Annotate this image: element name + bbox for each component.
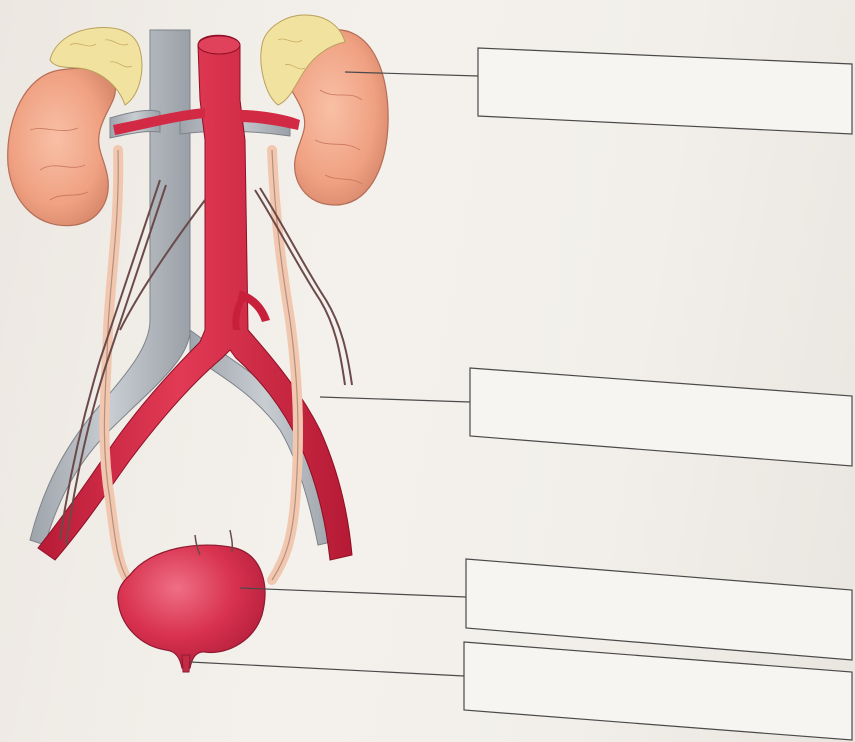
label-box-2[interactable] (470, 368, 852, 466)
left-ureter (104, 150, 128, 580)
label-box-1[interactable] (478, 48, 852, 134)
label-box-4[interactable] (464, 642, 852, 740)
label-box-3[interactable] (466, 559, 852, 660)
leader-line-4 (190, 662, 464, 676)
urethra (182, 655, 190, 672)
leader-line-2 (320, 397, 470, 402)
urinary-bladder (118, 530, 265, 668)
left-kidney (8, 68, 116, 225)
leader-line-3 (240, 588, 466, 597)
label-boxes (464, 48, 852, 740)
